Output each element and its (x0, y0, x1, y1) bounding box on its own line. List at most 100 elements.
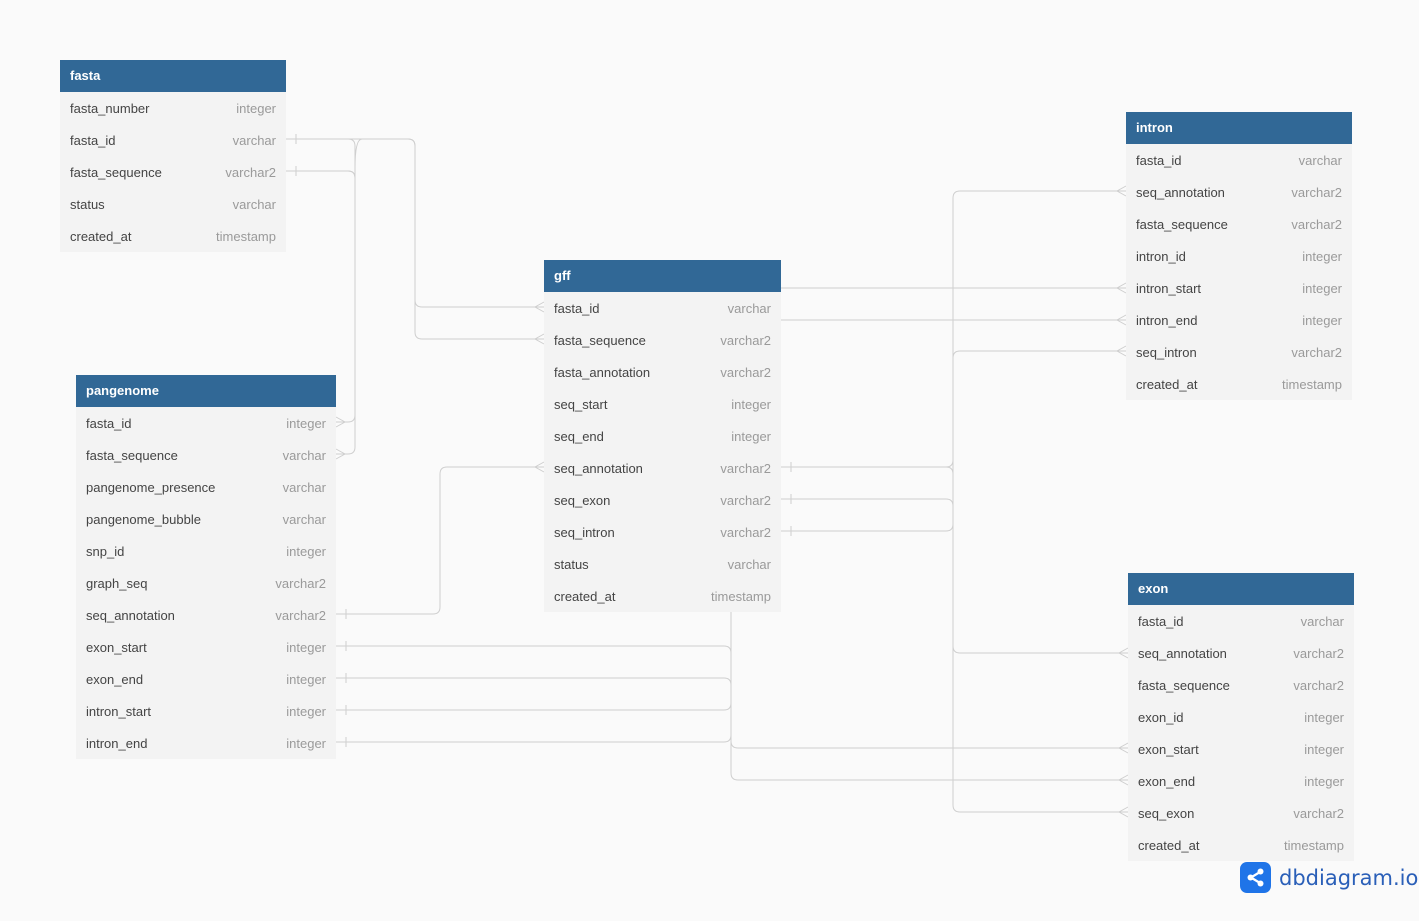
field-row[interactable]: seq_exon varchar2 (1128, 797, 1354, 829)
field-row[interactable]: fasta_sequence varchar2 (1126, 208, 1352, 240)
table-title[interactable]: pangenome (76, 375, 336, 407)
field-name: fasta_number (70, 100, 150, 116)
field-type: varchar2 (1291, 184, 1342, 200)
field-row[interactable]: fasta_sequence varchar (76, 439, 336, 471)
field-type: integer (286, 639, 326, 655)
field-name: pangenome_presence (86, 479, 216, 495)
table-title[interactable]: fasta (60, 60, 286, 92)
field-name: seq_exon (1138, 805, 1195, 821)
field-name: status (554, 556, 589, 572)
field-type: varchar2 (720, 332, 771, 348)
rel-fasta-seq-pangenome (286, 170, 356, 455)
field-row[interactable]: exon_end integer (76, 663, 336, 695)
field-type: varchar2 (720, 524, 771, 540)
field-type: integer (286, 671, 326, 687)
field-name: exon_id (1138, 709, 1184, 725)
field-type: varchar (1300, 613, 1344, 629)
field-row[interactable]: fasta_id varchar (1128, 605, 1354, 637)
field-type: varchar2 (275, 575, 326, 591)
rel-pangenome-intron-start (336, 612, 732, 711)
field-name: fasta_sequence (70, 164, 162, 180)
brand-logo[interactable]: dbdiagram.io (1240, 862, 1418, 893)
field-name: intron_id (1136, 248, 1186, 264)
field-type: integer (286, 735, 326, 751)
field-row[interactable]: created_at timestamp (544, 580, 781, 612)
field-name: fasta_sequence (1138, 677, 1230, 693)
rel-gff-exon-exon (781, 498, 1128, 813)
field-type: varchar2 (1291, 216, 1342, 232)
table-title[interactable]: exon (1128, 573, 1354, 605)
field-row[interactable]: seq_annotation varchar2 (1126, 176, 1352, 208)
field-name: fasta_id (70, 132, 116, 148)
field-type: timestamp (1284, 837, 1344, 853)
field-row[interactable]: fasta_sequence varchar2 (1128, 669, 1354, 701)
field-name: fasta_sequence (86, 447, 178, 463)
field-name: exon_end (86, 671, 144, 687)
field-name: seq_annotation (86, 607, 175, 623)
field-name: seq_annotation (1138, 645, 1227, 661)
field-name: status (70, 196, 105, 212)
field-type: timestamp (711, 588, 771, 604)
table-title[interactable]: intron (1126, 112, 1352, 144)
field-name: seq_annotation (1136, 184, 1225, 200)
rel-pangenome-exon-end (336, 677, 1128, 781)
field-type: varchar (282, 447, 326, 463)
field-type: varchar2 (1293, 805, 1344, 821)
field-name: seq_annotation (554, 460, 643, 476)
table-title[interactable]: gff (544, 260, 781, 292)
field-name: created_at (554, 588, 616, 604)
field-type: varchar2 (1293, 677, 1344, 693)
field-name: seq_intron (1136, 344, 1197, 360)
field-type: integer (1304, 709, 1344, 725)
field-row[interactable]: exon_id integer (1128, 701, 1354, 733)
rel-pangenome-intron-end (336, 612, 732, 743)
field-name: fasta_sequence (1136, 216, 1228, 232)
field-name: fasta_id (1138, 613, 1184, 629)
field-name: intron_start (86, 703, 152, 719)
field-type: varchar2 (1293, 645, 1344, 661)
field-type: integer (1304, 773, 1344, 789)
field-name: created_at (70, 228, 132, 244)
rel-gff-annotation-intron (781, 190, 1126, 468)
field-row[interactable]: seq_annotation varchar2 (1128, 637, 1354, 669)
